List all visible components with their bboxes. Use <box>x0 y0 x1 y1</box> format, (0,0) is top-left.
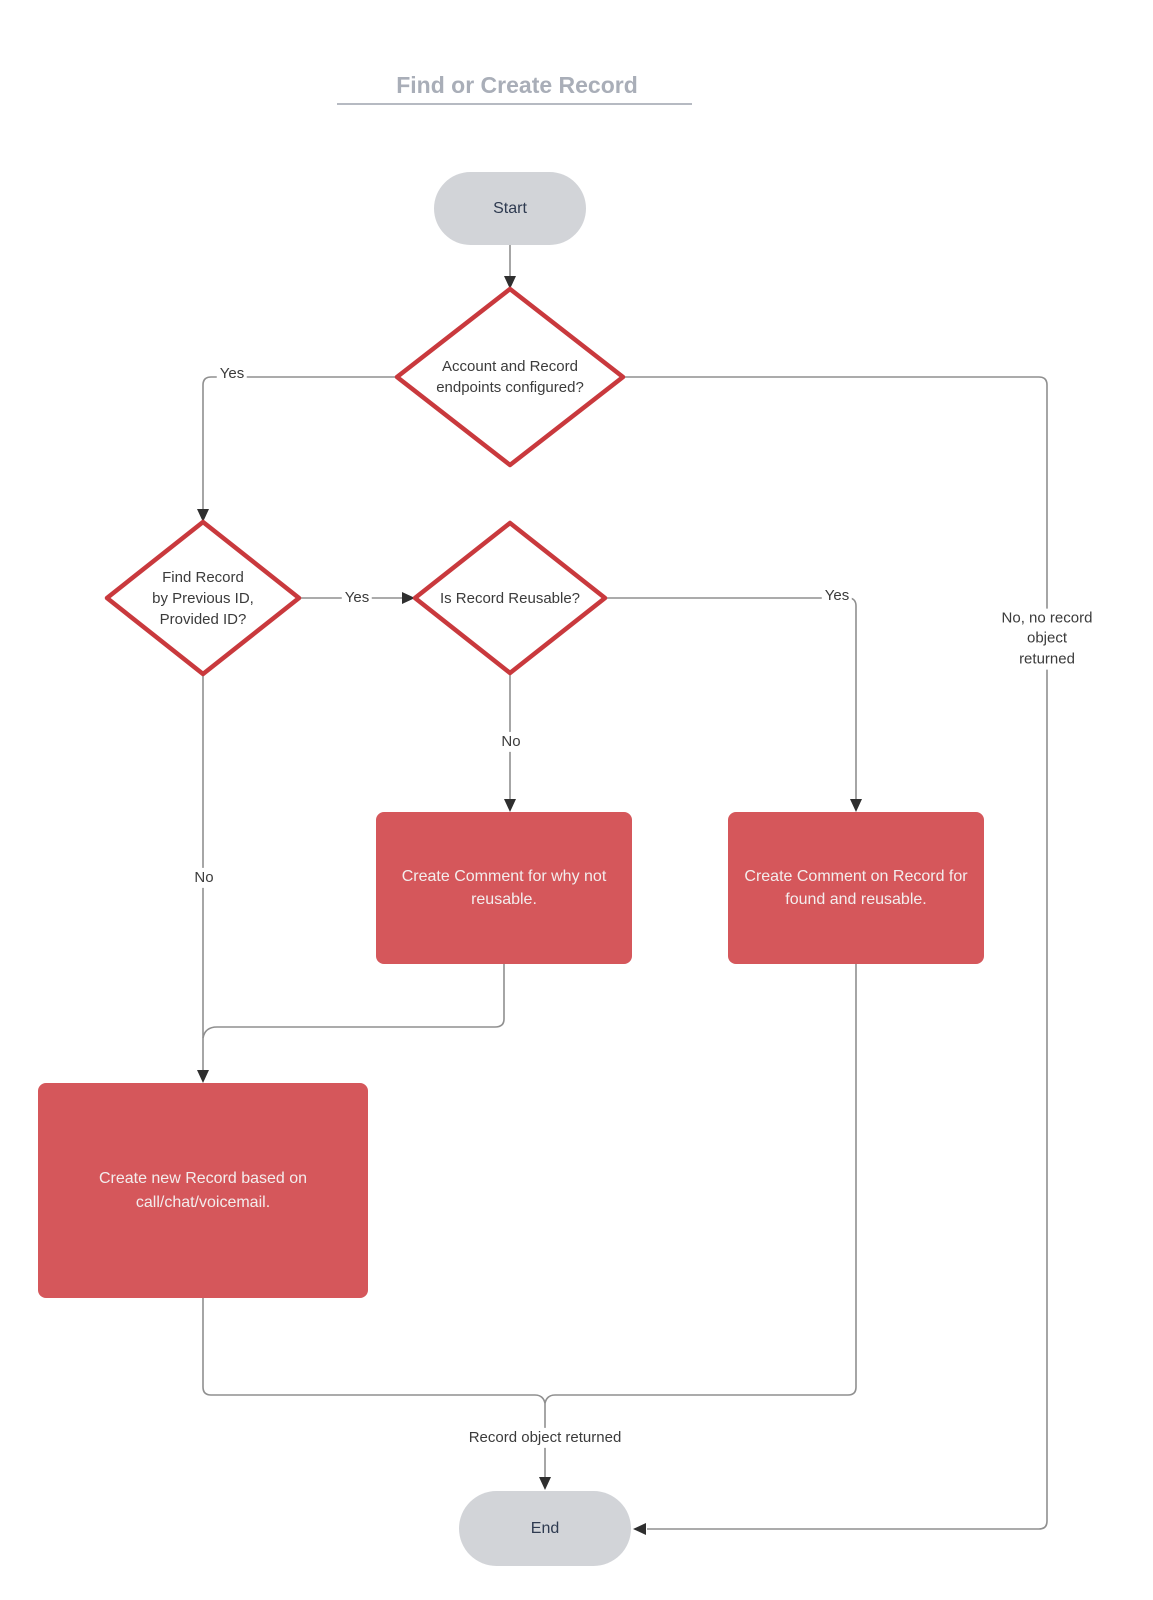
arrowhead-decision1-top <box>504 276 516 289</box>
decision-endpoints-configured: Account and Record endpoints configured? <box>393 285 627 469</box>
diamond-shape <box>394 286 626 468</box>
start-label: Start <box>493 199 527 217</box>
edge-label-d1-no: No, no record object returned <box>994 608 1100 670</box>
process-create-new-record: Create new Record based on call/chat/voi… <box>38 1083 368 1298</box>
edge-label-d1-yes: Yes <box>216 363 248 385</box>
process-comment-not-reusable-label: Create Comment for why not reusable. <box>401 867 607 908</box>
title-underline <box>337 103 692 105</box>
edge-decision1-no <box>623 376 1048 1530</box>
decision-find-record: Find Record by Previous ID, Provided ID? <box>103 518 303 678</box>
edge-label-d2-no: No <box>191 867 217 889</box>
start-node: Start <box>434 172 586 245</box>
diamond-shape <box>412 520 608 676</box>
process-create-new-record-label: Create new Record based on call/chat/voi… <box>98 1170 308 1211</box>
edge-label-record-returned: Record object returned <box>465 1427 625 1449</box>
arrowhead-decision2-top <box>197 509 209 522</box>
edge-decision3-yes <box>605 597 857 799</box>
arrowhead-end-top <box>539 1477 551 1490</box>
process-comment-found-reusable-label: Create Comment on Record for found and r… <box>744 867 968 908</box>
diamond-shape <box>104 519 302 677</box>
decision-record-reusable: Is Record Reusable? <box>411 519 609 677</box>
decision-endpoints-label: Account and Record endpoints configured? <box>436 358 584 396</box>
process-comment-found-reusable: Create Comment on Record for found and r… <box>728 812 984 964</box>
edge-label-d3-yes: Yes <box>821 585 853 607</box>
arrowhead-boxC-top <box>197 1070 209 1083</box>
edge-label-d2-yes: Yes <box>341 587 373 609</box>
edge-boxC-to-merge <box>202 1298 546 1404</box>
arrowhead-boxB-top <box>850 799 862 812</box>
decision-find-record-label: Find Record by Previous ID, Provided ID? <box>152 568 254 628</box>
edge-boxA-to-merge <box>202 964 505 1039</box>
process-comment-not-reusable: Create Comment for why not reusable. <box>376 812 632 964</box>
edge-label-d3-no: No <box>498 731 524 753</box>
arrowhead-boxA-top <box>504 799 516 812</box>
page-title: Find or Create Record <box>396 72 638 98</box>
end-node: End <box>459 1491 631 1566</box>
end-label: End <box>530 1519 560 1537</box>
decision-record-reusable-label: Is Record Reusable? <box>439 589 581 607</box>
edge-boxB-to-merge <box>544 964 857 1404</box>
edge-decision1-yes <box>202 376 397 510</box>
arrowhead-decision3-left <box>402 592 415 604</box>
arrowhead-end-right <box>633 1523 646 1535</box>
